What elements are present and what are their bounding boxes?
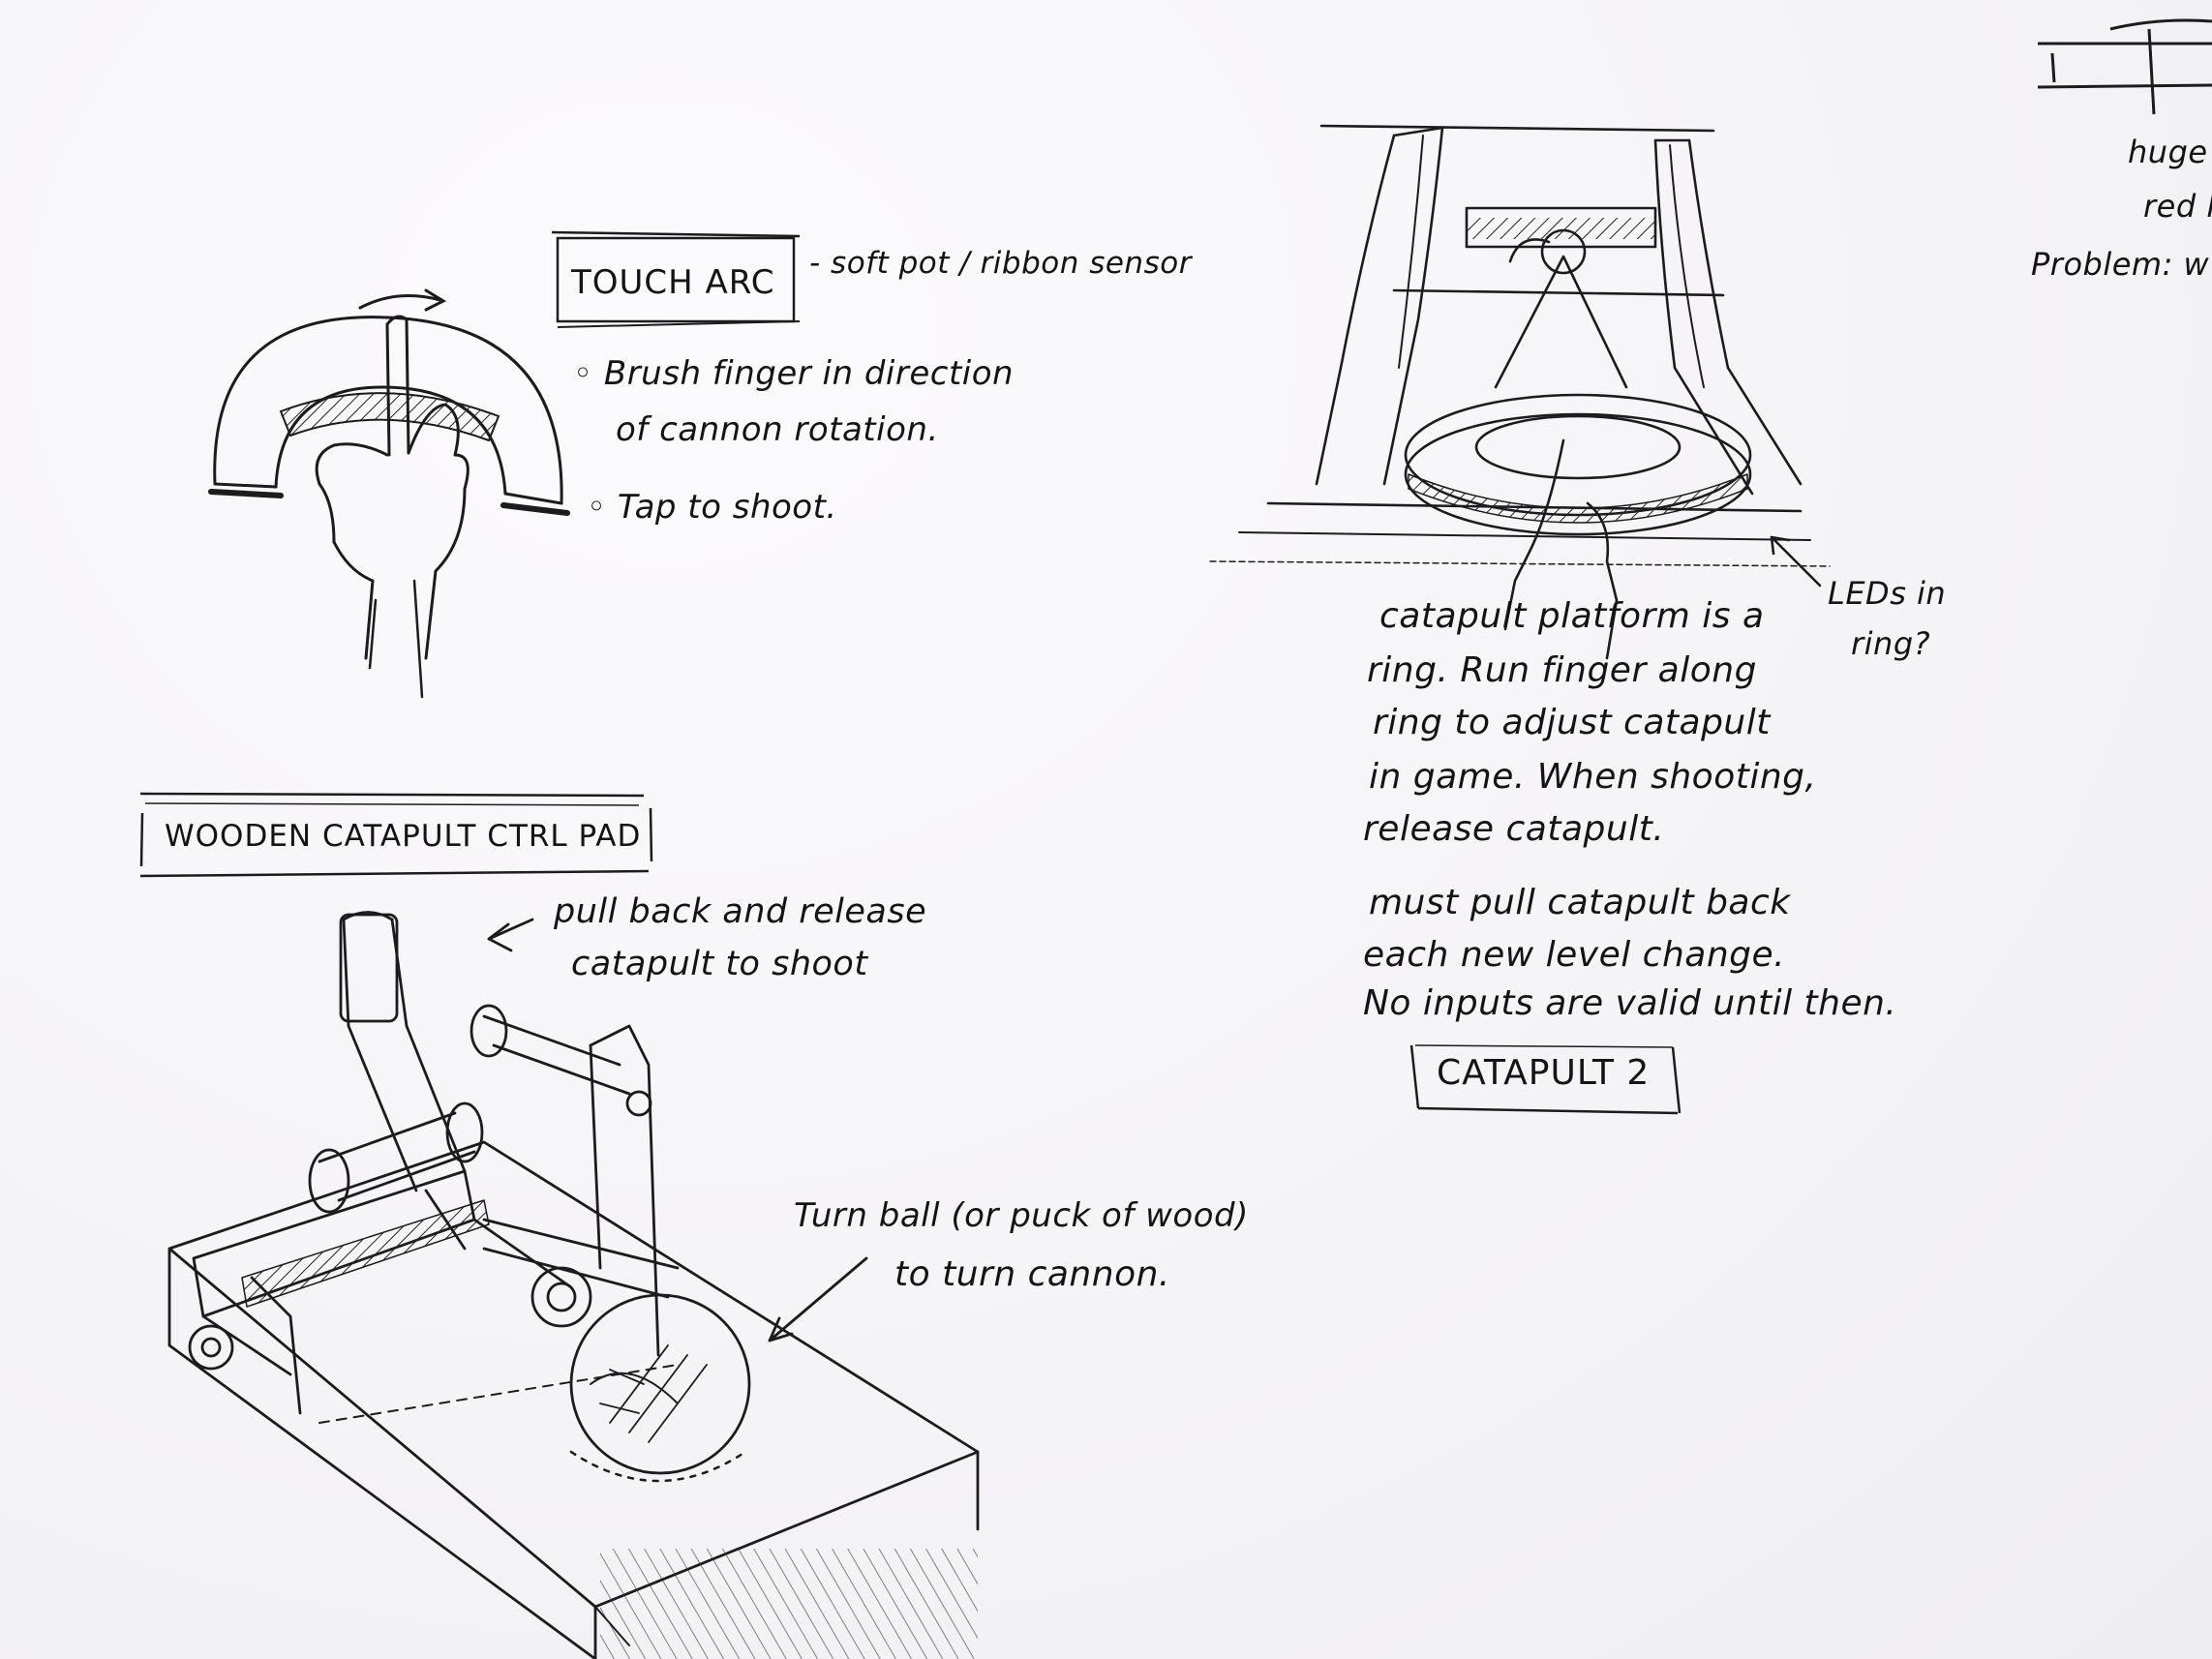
catapult-2-desc-2: ring. Run finger along: [1367, 650, 1757, 690]
catapult-2-title: CATAPULT 2: [1437, 1053, 1650, 1093]
ball-note-2: to turn cannon.: [894, 1254, 1170, 1294]
edge-fragment-2: red l: [2143, 188, 2212, 225]
catapult-2-note-1: must pull catapult back: [1369, 883, 1791, 922]
catapult-2-note-3: No inputs are valid until then.: [1363, 983, 1896, 1023]
pull-note-2: catapult to shoot: [571, 945, 868, 983]
bullet-dot-icon: ◦: [573, 354, 604, 393]
hand-icon: [317, 317, 468, 697]
touch-arc-bullet-1b: of cannon rotation.: [616, 410, 939, 449]
touch-arc-sensor-note: - soft pot / ribbon sensor: [809, 246, 1192, 281]
edge-fragment-3: Problem: w: [2031, 246, 2209, 283]
catapult-2-desc-3: ring to adjust catapult: [1373, 703, 1771, 742]
touch-arc-bullet-2: ◦ Tap to shoot.: [587, 488, 837, 527]
touch-arc-bullet-1: ◦ Brush finger in direction: [573, 354, 1014, 393]
catapult-sketch: [169, 913, 978, 1659]
pull-note-1: pull back and release: [554, 892, 926, 931]
catapult-2-desc-1: catapult platform is a: [1379, 596, 1765, 636]
bullet-dot-icon: ◦: [587, 488, 618, 527]
edge-fragment-sketch: [2038, 20, 2212, 114]
led-note-1: LEDs in: [1828, 575, 1946, 612]
ring-platform-sketch: [1210, 126, 1830, 658]
catapult-2-desc-4: in game. When shooting,: [1369, 757, 1816, 797]
led-note-2: ring?: [1851, 625, 1930, 662]
touch-arc-title: TOUCH ARC: [571, 263, 774, 302]
catapult-2-note-2: each new level change.: [1363, 935, 1785, 975]
catapult-2-desc-5: release catapult.: [1363, 809, 1664, 849]
edge-fragment-1: huge l: [2128, 134, 2212, 170]
wooden-catapult-title: WOODEN CATAPULT CTRL PAD: [165, 819, 641, 854]
ball-note-1: Turn ball (or puck of wood): [794, 1196, 1249, 1235]
